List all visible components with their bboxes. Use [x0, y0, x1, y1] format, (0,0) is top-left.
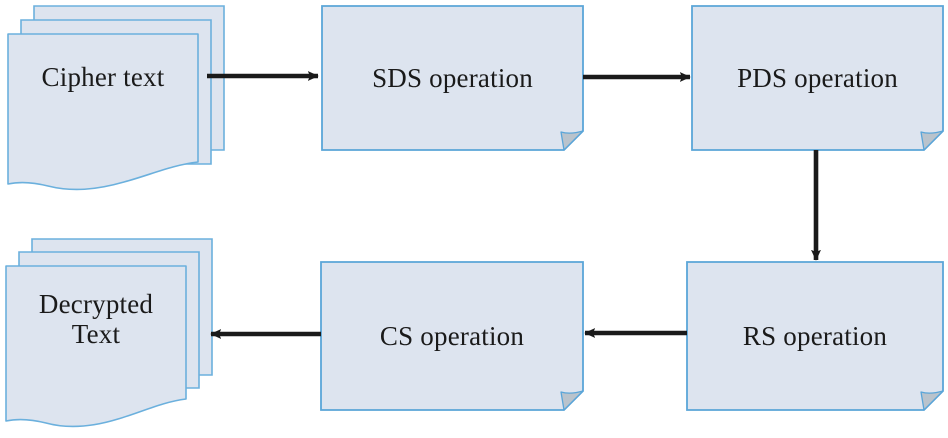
- rs-operation-body: [686, 261, 944, 411]
- cs-operation-fold-icon: [560, 390, 584, 411]
- node-rs-operation[interactable]: [686, 261, 944, 411]
- pds-operation-body: [691, 5, 944, 151]
- sds-operation-fold-icon: [560, 130, 584, 151]
- node-cs-operation[interactable]: [320, 261, 584, 411]
- node-pds-operation[interactable]: [691, 5, 944, 151]
- node-sds-operation[interactable]: [321, 5, 584, 151]
- decrypted-text-sheet-front: [5, 265, 187, 428]
- node-decrypted-text[interactable]: [5, 238, 213, 428]
- sds-operation-body: [321, 5, 584, 151]
- rs-operation-fold-icon: [920, 390, 944, 411]
- cipher-text-sheet-front: [7, 33, 199, 191]
- cs-operation-body: [320, 261, 584, 411]
- node-cipher-text[interactable]: [7, 5, 225, 191]
- pds-operation-fold-icon: [920, 130, 944, 151]
